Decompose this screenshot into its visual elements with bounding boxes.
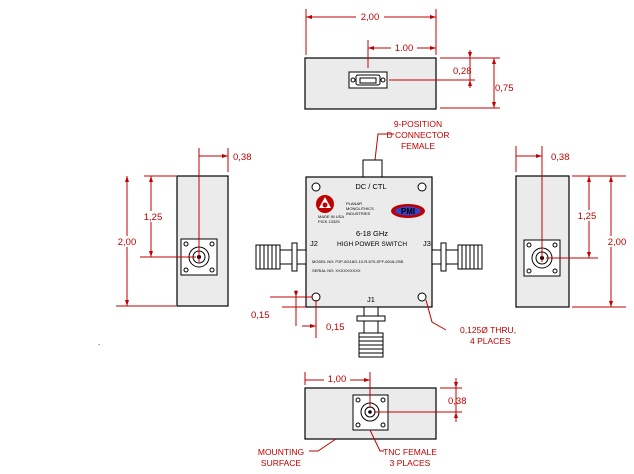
top-pin-dim: 0,28 <box>453 66 472 77</box>
port-j1-label: J1 <box>367 295 375 304</box>
dconnector-line-2: D CONNECTOR <box>386 130 449 140</box>
dsub-connector-icon <box>348 71 388 89</box>
made-in-line-2: PICK 13325 <box>318 219 340 224</box>
pmi-logo-icon: PMI <box>391 204 425 218</box>
right-center-dim: 1,25 <box>578 211 597 222</box>
company-line-1: PLANAR <box>346 201 362 206</box>
left-height-dim: 2,00 <box>118 237 137 248</box>
dc-ctl-label: DC / CTL <box>355 182 386 191</box>
left-side-view: 0,38 1,25 2,00 <box>114 148 252 307</box>
tnc-connector-j1-icon <box>356 306 386 358</box>
top-view: 2,00 1.00 0,28 0,75 <box>304 9 514 110</box>
top-offset-dim: 1.00 <box>395 43 414 54</box>
bottom-view: 1,00 0,38 MOUNTING SURFACE TNC FEMALE 3 … <box>258 372 467 468</box>
model-label: MODEL NO: P2P-6G18G-10-R-570-SFF-6018-2S… <box>312 259 404 264</box>
right-side-view: 0,38 1,25 2,00 <box>515 146 630 308</box>
company-line-3: INDUSTRIES <box>346 211 371 216</box>
bottom-depth-dim: 0,38 <box>448 396 467 407</box>
company-line-2: MONOLITHICS <box>346 206 374 211</box>
front-view: DC / CTL PLANAR MONOLITHICS INDUSTRIES M… <box>251 159 516 358</box>
tnc-connector-j3-icon <box>431 242 483 272</box>
mount-hole-icon <box>311 292 321 302</box>
mount-hole-icon <box>417 182 427 192</box>
stray-mark: . <box>98 338 100 347</box>
mounting-line-1: MOUNTING <box>258 447 304 457</box>
serial-label: SERIAL NO: XXXXX/XXXX <box>312 268 361 273</box>
holes-line-1: 0,125Ø THRU, <box>460 325 516 335</box>
dsub-plug-icon <box>362 159 383 179</box>
port-j2-label: J2 <box>310 239 318 248</box>
made-in-line-1: MADE IN USA <box>318 214 344 219</box>
port-j3-label: J3 <box>423 239 431 248</box>
dconnector-line-3: FEMALE <box>401 141 435 151</box>
pmi-emblem-icon <box>316 195 334 213</box>
freq-label: 6-18 GHz <box>356 229 388 238</box>
left-center-dim: 1,25 <box>144 212 163 223</box>
dconnector-line-1: 9-POSITION <box>394 119 442 129</box>
top-height-dim: 0,75 <box>495 83 514 94</box>
hole-y-dim: 0,15 <box>326 322 345 333</box>
holes-line-2: 4 PLACES <box>470 336 511 346</box>
mounting-line-2: SURFACE <box>261 458 301 468</box>
function-label: HIGH POWER SWITCH <box>337 241 407 248</box>
left-offset-dim: 0,38 <box>233 152 252 163</box>
dconnector-callout: 9-POSITION D CONNECTOR FEMALE <box>374 119 450 161</box>
mount-hole-icon <box>417 292 427 302</box>
hole-x-dim: 0,15 <box>251 310 270 321</box>
mount-hole-icon <box>311 182 321 192</box>
tnc-line-1: TNC FEMALE <box>383 447 437 457</box>
tnc-line-2: 3 PLACES <box>390 458 431 468</box>
tnc-connector-j2-icon <box>255 242 307 272</box>
top-width-dim: 2,00 <box>361 12 380 23</box>
pmi-logo-text: PMI <box>401 207 415 216</box>
right-offset-dim: 0,38 <box>551 152 570 163</box>
bottom-offset-dim: 1,00 <box>328 374 347 385</box>
right-height-dim: 2,00 <box>608 237 627 248</box>
